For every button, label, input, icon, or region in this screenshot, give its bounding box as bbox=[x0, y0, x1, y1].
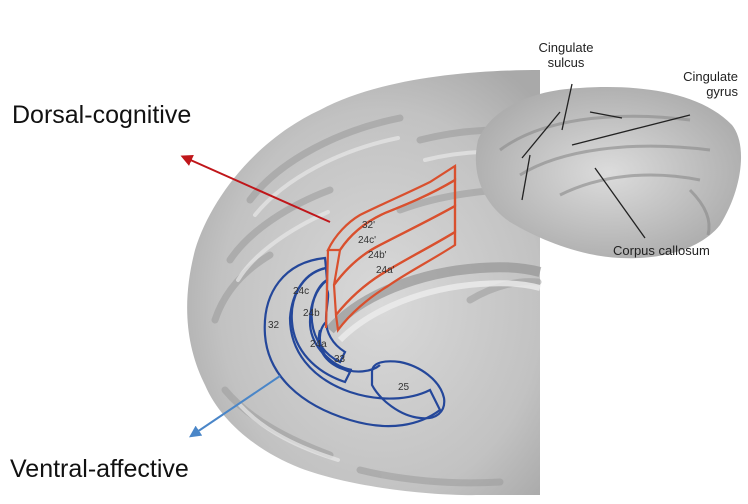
label-24bprime: 24b' bbox=[368, 250, 387, 261]
cingulate-gyrus-line2: gyrus bbox=[662, 84, 738, 99]
label-32prime: 32' bbox=[362, 220, 375, 231]
label-25: 25 bbox=[398, 382, 410, 393]
cingulate-gyrus-label: Cingulate gyrus bbox=[662, 69, 738, 99]
dorsal-cognitive-label: Dorsal-cognitive bbox=[12, 101, 191, 130]
cingulate-sulcus-line1: Cingulate bbox=[532, 40, 600, 55]
label-32: 32 bbox=[268, 320, 280, 331]
ventral-affective-label: Ventral-affective bbox=[10, 455, 189, 484]
label-24aprime: 24a' bbox=[376, 265, 395, 276]
label-24c: 24c bbox=[293, 286, 309, 297]
cingulate-gyrus-line1: Cingulate bbox=[662, 69, 738, 84]
label-24b: 24b bbox=[303, 308, 320, 319]
label-24cprime: 24c' bbox=[358, 235, 376, 246]
cingulate-sulcus-label: Cingulate sulcus bbox=[532, 40, 600, 70]
corpus-callosum-label: Corpus callosum bbox=[613, 243, 710, 258]
label-33: 33 bbox=[334, 354, 346, 365]
label-24a: 24a bbox=[310, 339, 327, 350]
cingulate-sulcus-line2: sulcus bbox=[532, 55, 600, 70]
